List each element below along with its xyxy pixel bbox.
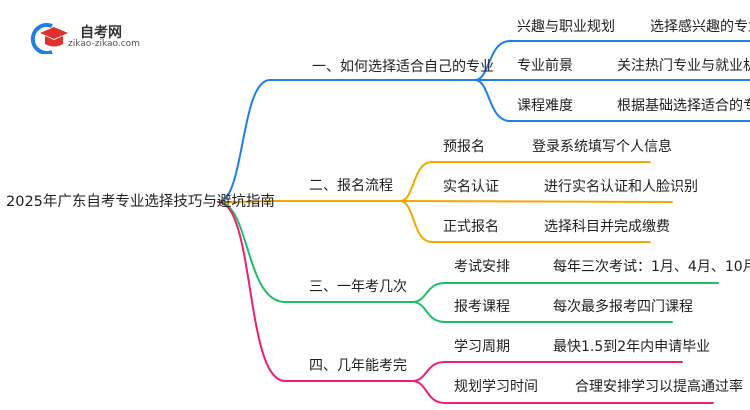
logo — [30, 20, 140, 54]
branch-3-label: 三、一年考几次 — [309, 279, 407, 295]
branch-2-label: 二、报名流程 — [309, 178, 393, 194]
leaf-line-3-1 — [411, 282, 719, 303]
leaf-2-2-detail: 进行实名认证和人脸识别 — [544, 179, 698, 195]
branch-4-label: 四、几年能考完 — [309, 358, 407, 374]
leaf-line-1-3 — [474, 79, 750, 122]
leaf-line-2-1 — [399, 161, 651, 202]
leaf-1-2-detail: 关注热门专业与就业机会 — [617, 58, 750, 74]
leaf-1-2: 专业前景 — [517, 58, 573, 74]
leaf-4-1-detail: 最快1.5到2年内申请毕业 — [553, 339, 711, 355]
leaf-line-3-2 — [411, 301, 673, 323]
leaf-2-3: 正式报名 — [443, 219, 499, 235]
leaf-1-3: 课程难度 — [517, 98, 573, 114]
graduation-cap-icon — [30, 23, 68, 54]
leaf-2-2: 实名认证 — [443, 179, 499, 195]
logo-title: 自考网 — [80, 25, 122, 41]
leaf-1-3-detail: 根据基础选择适合的专业 — [617, 98, 750, 114]
logo-url: zikao-zikao.com — [68, 39, 140, 49]
leaf-line-2-3 — [399, 200, 651, 243]
leaf-2-3-detail: 选择科目并完成缴费 — [544, 219, 670, 235]
leaf-3-2: 报考课程 — [454, 299, 510, 315]
leaf-line-1-1 — [474, 40, 750, 81]
leaf-4-2-detail: 合理安排学习以提高通过率 — [575, 379, 743, 395]
leaf-3-1-detail: 每年三次考试：1月、4月、10月 — [553, 259, 750, 275]
branch-line-1 — [217, 79, 476, 203]
leaf-4-2: 规划学习时间 — [454, 379, 538, 395]
branch-line-4 — [217, 201, 413, 382]
leaf-1-1: 兴趣与职业规划 — [517, 19, 615, 35]
leaf-line-4-2 — [411, 380, 714, 404]
branch-line-2 — [217, 200, 401, 203]
root-topic: 2025年广东自考专业选择技巧与避坑指南 — [6, 194, 275, 210]
leaf-line-2-2 — [399, 200, 673, 203]
leaf-2-1-detail: 登录系统填写个人信息 — [532, 139, 672, 155]
branch-1-label: 一、如何选择适合自己的专业 — [312, 59, 494, 75]
leaf-4-1: 学习周期 — [454, 339, 510, 355]
leaf-3-1: 考试安排 — [454, 259, 510, 275]
leaf-line-4-1 — [411, 361, 683, 382]
leaf-2-1: 预报名 — [443, 139, 485, 155]
leaf-1-1-detail: 选择感兴趣的专业 — [650, 19, 750, 35]
leaf-3-2-detail: 每次最多报考四门课程 — [553, 299, 693, 315]
